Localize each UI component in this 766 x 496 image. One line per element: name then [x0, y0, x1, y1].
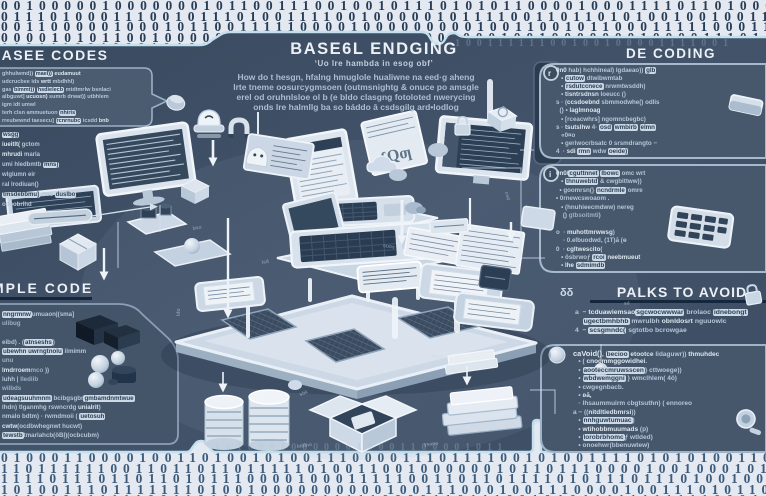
svg-text:ad: ad [519, 303, 526, 310]
svg-text:wexo: wexo [429, 353, 443, 361]
svg-text:csd: csd [503, 191, 511, 201]
svg-text:btldno: btldno [296, 442, 312, 450]
svg-text:i: i [549, 170, 551, 179]
svg-text:r: r [548, 69, 551, 78]
svg-text:ysano: ysano [424, 441, 439, 448]
svg-text:cuo: cuo [87, 240, 97, 248]
svg-text:sd: sd [624, 300, 630, 307]
svg-text:lsd: lsd [261, 259, 269, 266]
svg-text:sbk: sbk [299, 389, 309, 398]
svg-text:cuos: cuos [383, 243, 396, 251]
svg-text:ldo: ldo [176, 309, 182, 317]
svg-text:bso: bso [192, 225, 202, 232]
